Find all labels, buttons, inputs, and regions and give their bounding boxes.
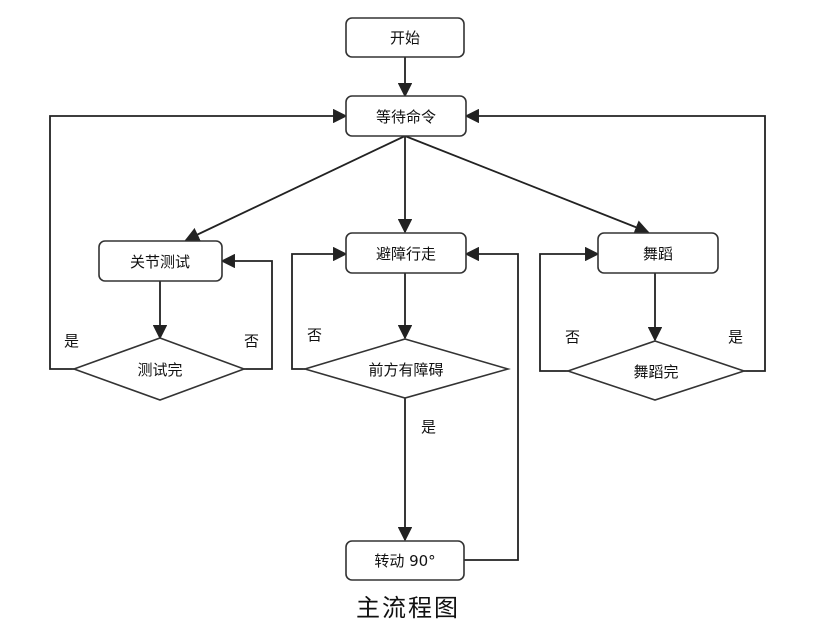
edge-wait-dance [404,135,650,234]
edge-dancedone-no [539,246,600,372]
node-test-done-label: 测试完 [137,361,182,379]
label-test-no: 否 [244,332,259,350]
node-dance-done-label: 舞蹈完 [633,363,678,381]
connectors [49,57,766,561]
node-test-done: 测试完 [71,337,247,401]
label-obstacle-yes: 是 [421,418,436,436]
label-obstacle-no: 否 [307,326,322,344]
node-turn-label: 转动 90° [374,552,435,570]
node-obstacle-label: 前方有障碍 [368,361,443,379]
node-joint-test: 关节测试 [98,240,223,282]
edge-turn-avoid [464,246,519,561]
node-wait: 等待命令 [345,95,467,137]
label-dance-no: 否 [565,328,580,346]
edge-testdone-no [220,253,273,370]
node-start: 开始 [345,17,465,58]
diagram-caption: 主流程图 [356,594,460,622]
edge-dancedone-yes [464,108,766,372]
flowchart: 开始 等待命令 关节测试 测试完 避障行走 前方有障碍 转动 90° 舞蹈 舞蹈… [49,17,766,581]
node-turn: 转动 90° [345,540,465,581]
node-dance-label: 舞蹈 [643,245,673,263]
label-dance-yes: 是 [728,328,743,346]
node-wait-label: 等待命令 [376,108,436,126]
node-dance: 舞蹈 [597,232,719,274]
edge-obstacle-no [291,246,348,370]
node-avoid-label: 避障行走 [376,245,436,263]
node-obstacle: 前方有障碍 [302,338,511,399]
node-start-label: 开始 [390,29,420,47]
node-dance-done: 舞蹈完 [565,340,747,401]
node-joint-test-label: 关节测试 [130,253,190,271]
label-test-yes: 是 [64,332,79,350]
edge-testdone-yes [49,108,348,370]
edge-wait-joint [184,135,406,241]
node-avoid: 避障行走 [345,232,467,274]
